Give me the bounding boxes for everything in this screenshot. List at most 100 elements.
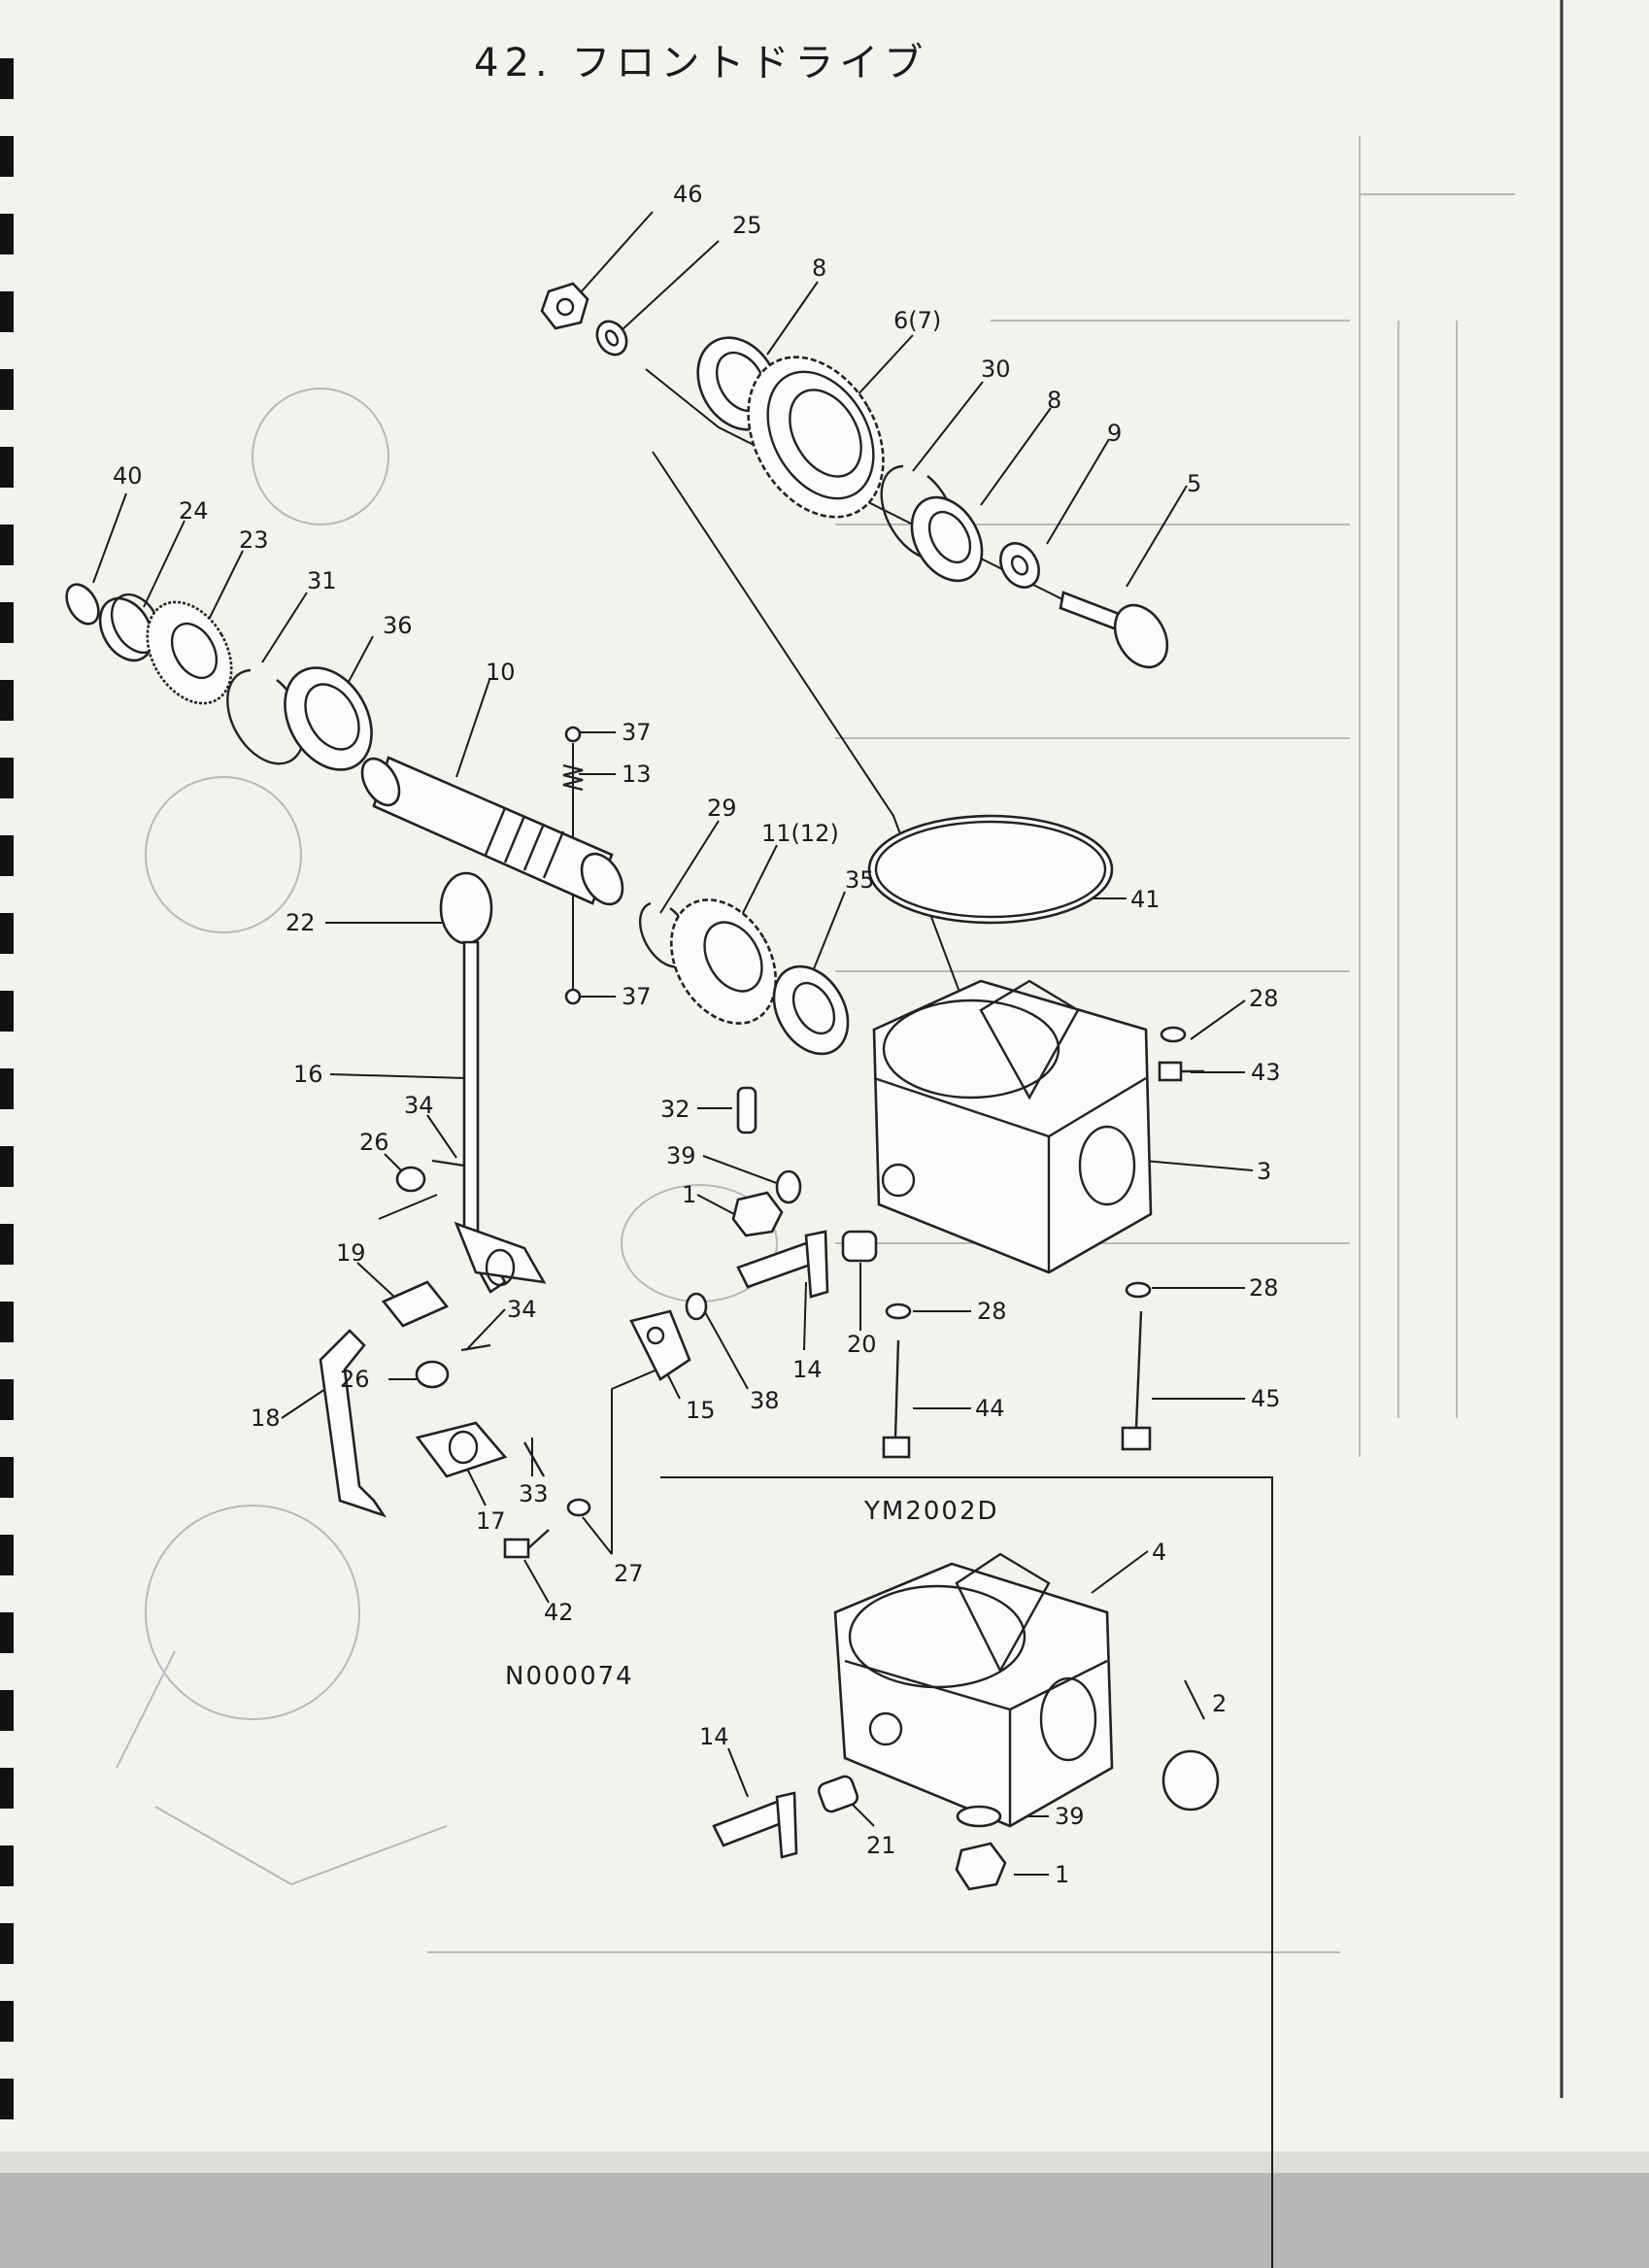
callout-label: 41 [1130, 886, 1161, 913]
callout-labels: 46 25 8 6(7) 30 8 9 5 40 24 23 31 36 10 … [113, 181, 1281, 1888]
callout-label: 17 [476, 1507, 506, 1535]
o-ring-39-lower [956, 1805, 1002, 1828]
washer-26-top [395, 1166, 426, 1193]
bottom-shadow [0, 2171, 1649, 2268]
pin-32 [736, 1086, 757, 1134]
washer-28-right [1125, 1281, 1152, 1299]
callout-label: 1 [1055, 1861, 1069, 1888]
ring-40 [65, 583, 100, 626]
shaft-14 [736, 1230, 829, 1299]
oil-seal-23 [146, 600, 233, 705]
coupler-17 [415, 1421, 508, 1478]
callout-label: 15 [686, 1397, 716, 1424]
callout-label: 18 [251, 1405, 281, 1432]
callout-label: 10 [486, 659, 516, 686]
callout-label: 21 [866, 1832, 896, 1859]
o-ring-39 [775, 1169, 802, 1204]
nut-46 [540, 282, 589, 330]
pin-33 [522, 1441, 546, 1477]
bleed-through-ghost [116, 136, 1515, 1953]
lever-16 [454, 940, 547, 1294]
callout-label: 8 [812, 254, 826, 282]
callout-label: 28 [1249, 1274, 1279, 1302]
callout-label: 33 [519, 1480, 549, 1507]
bearing-36 [284, 666, 373, 771]
callout-label: 3 [1257, 1158, 1271, 1185]
callout-label: 31 [307, 567, 337, 594]
callout-label: 13 [622, 761, 652, 788]
callout-label: 14 [792, 1356, 823, 1383]
callout-label: 29 [707, 795, 737, 822]
page-title: 42. フロントドライブ [474, 41, 928, 85]
callout-label: 43 [1251, 1059, 1281, 1086]
parts [65, 282, 1273, 2268]
callout-label: 36 [383, 612, 413, 639]
gear-6-7 [747, 355, 885, 519]
callout-label: 20 [847, 1331, 877, 1358]
drawing-number: N000074 [505, 1662, 634, 1691]
callout-label: 39 [1055, 1803, 1085, 1830]
callout-label: 42 [544, 1599, 574, 1626]
variant-box-label: YM2002D [863, 1497, 999, 1526]
plug-1 [731, 1191, 784, 1237]
bolt-19 [381, 1280, 450, 1328]
callout-label: 37 [622, 719, 652, 746]
washer-27 [566, 1498, 591, 1517]
callout-label: 46 [673, 181, 703, 208]
variant-box-frame [660, 1476, 1273, 2268]
shaft-14-lower [712, 1791, 798, 1859]
spring-13 [562, 763, 584, 792]
washer-26-mid [415, 1360, 450, 1389]
callout-label: 26 [359, 1129, 389, 1156]
callout-label: 28 [1249, 985, 1279, 1012]
callout-label: 32 [660, 1096, 690, 1123]
bearing-35 [772, 965, 850, 1056]
bottom-page-edge [0, 2151, 1649, 2173]
callout-label: 40 [113, 462, 143, 490]
pin-34-top [431, 1159, 465, 1168]
callout-label: 5 [1187, 470, 1201, 497]
callout-label: 16 [293, 1061, 323, 1088]
binding-marks [0, 58, 14, 2119]
housing-4 [833, 1552, 1114, 1828]
bolt-42 [503, 1529, 550, 1559]
bolt-45 [1121, 1310, 1152, 1451]
callout-label: 39 [666, 1142, 696, 1169]
ball-37-top [564, 726, 582, 743]
gear-11-12 [669, 898, 778, 1025]
sleeve-20 [841, 1230, 878, 1263]
o-ring-41 [867, 814, 1114, 925]
pin-5 [1059, 591, 1169, 669]
callout-label: 2 [1212, 1690, 1227, 1717]
washer-9 [999, 542, 1040, 589]
callout-label: 30 [981, 355, 1011, 383]
pin-34-mid [460, 1343, 491, 1352]
callout-label: 34 [404, 1092, 434, 1119]
callout-label: 19 [336, 1239, 366, 1267]
callout-label: 28 [977, 1298, 1007, 1325]
shaft-10 [360, 756, 624, 906]
callout-label: 22 [286, 909, 316, 936]
callout-label: 38 [750, 1387, 780, 1414]
knob-22 [439, 871, 493, 945]
callout-label: 27 [614, 1560, 644, 1587]
ball-37-bottom [564, 988, 582, 1005]
link-rod-18 [319, 1329, 387, 1518]
callout-label: 1 [682, 1181, 696, 1208]
o-ring-38 [685, 1292, 708, 1321]
callout-label: 24 [179, 497, 209, 525]
callout-label: 25 [732, 212, 762, 239]
callout-label: 45 [1251, 1385, 1281, 1412]
callout-label: 34 [507, 1296, 537, 1323]
callout-label: 9 [1107, 420, 1122, 447]
washer-28-mid [885, 1303, 912, 1320]
sleeve-21 [817, 1775, 859, 1813]
bolt-43 [1158, 1061, 1204, 1082]
callout-label: 35 [845, 866, 875, 894]
callout-label: 4 [1152, 1539, 1166, 1566]
callout-label: 26 [340, 1366, 370, 1393]
callout-label: 44 [975, 1395, 1005, 1422]
callout-label: 6(7) [893, 307, 941, 334]
